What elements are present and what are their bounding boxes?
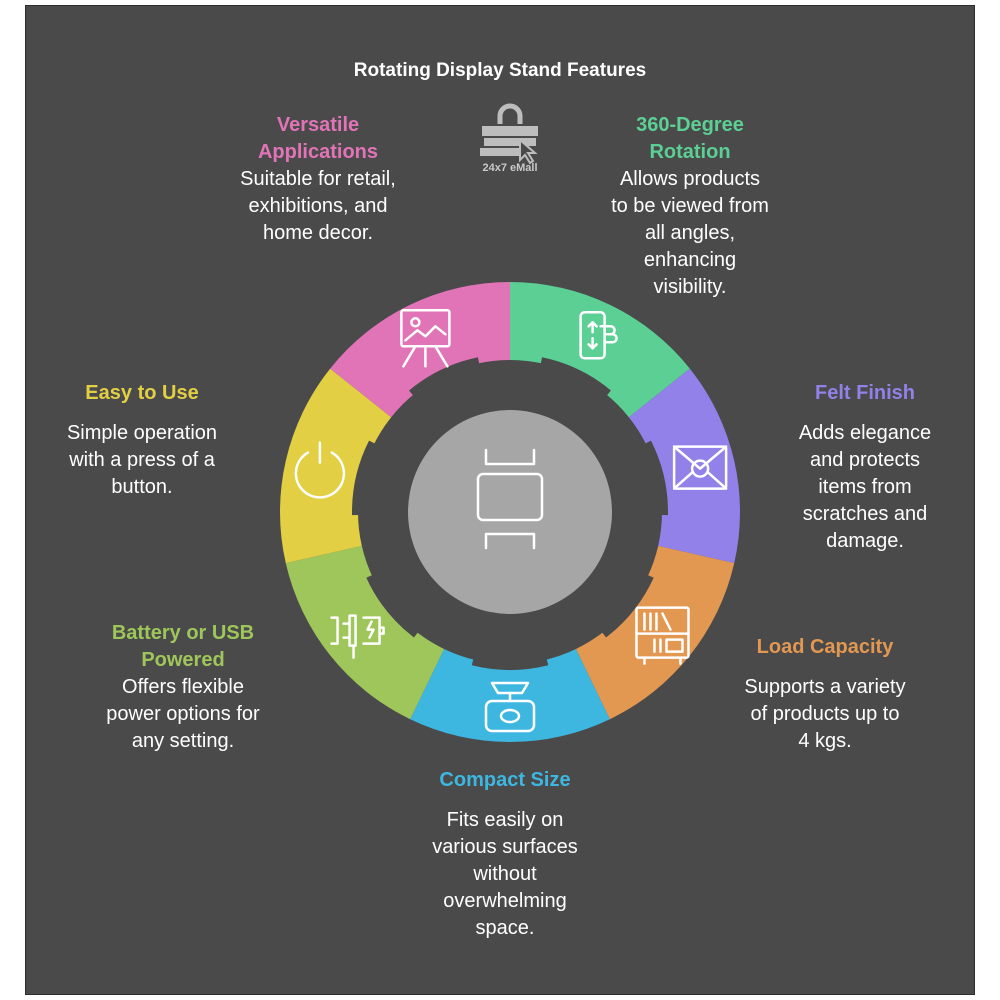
watermark-logo-icon bbox=[480, 103, 538, 165]
feature-description: Adds elegance bbox=[798, 422, 932, 444]
feature-description: without bbox=[473, 863, 537, 885]
feature-title: Felt Finish bbox=[815, 382, 915, 404]
feature-description: Simple operation bbox=[66, 422, 218, 444]
feature-title: Battery or USB bbox=[111, 622, 255, 644]
power-button-icon bbox=[294, 441, 346, 499]
feature-title: Rotation bbox=[649, 141, 731, 163]
feature-description: visibility. bbox=[653, 276, 727, 298]
feature-title: Powered bbox=[141, 649, 225, 671]
feature-description: and protects bbox=[809, 449, 921, 471]
feature-description: overwhelming bbox=[443, 890, 567, 912]
feature-description: Suitable for retail, bbox=[240, 168, 396, 190]
wheel-slot-3 bbox=[571, 554, 654, 638]
feature-description: exhibitions, and bbox=[248, 195, 388, 217]
feature-description: enhancing bbox=[643, 249, 737, 271]
easel-picture-icon bbox=[400, 309, 451, 368]
feature-description: any setting. bbox=[131, 730, 235, 752]
feature-description: to be viewed from bbox=[611, 195, 769, 217]
feature-description: Offers flexible bbox=[122, 676, 244, 698]
feature-title: Load Capacity bbox=[756, 636, 894, 658]
bookshelf-icon bbox=[635, 606, 690, 665]
feature-description: damage. bbox=[826, 530, 904, 552]
wheel-slot-4 bbox=[471, 610, 549, 670]
feature-description: items from bbox=[818, 476, 912, 498]
wheel-slot-6 bbox=[352, 440, 420, 516]
feature-title: Easy to Use bbox=[85, 382, 199, 404]
smartphone-swipe-icon bbox=[579, 311, 618, 360]
feature-title: Versatile bbox=[276, 114, 360, 136]
badge-envelope-icon bbox=[672, 445, 728, 490]
wheel-slot-2 bbox=[600, 440, 668, 516]
feature-title: Applications bbox=[257, 141, 378, 163]
feature-description: Fits easily on bbox=[446, 809, 564, 831]
page-title: Rotating Display Stand Features bbox=[353, 60, 647, 81]
wheel-segment-7 bbox=[330, 282, 510, 418]
wheel-segment-5 bbox=[285, 545, 445, 720]
watermark-logo-text: 24x7 eMall bbox=[482, 162, 538, 174]
feature-description: Supports a variety bbox=[744, 676, 906, 698]
feature-title: Compact Size bbox=[439, 769, 571, 791]
feature-description: of products up to bbox=[750, 703, 900, 725]
feature-title: 360-Degree bbox=[636, 114, 744, 136]
center-hub bbox=[408, 410, 612, 614]
wheel-segment-6 bbox=[280, 368, 392, 564]
plug-battery-icon bbox=[330, 614, 385, 659]
weighing-scale-icon bbox=[484, 681, 536, 733]
wheel-slot-1 bbox=[530, 357, 611, 434]
wheel-slot-7 bbox=[409, 357, 490, 434]
feature-description: Allows products bbox=[619, 168, 761, 190]
feature-description: home decor. bbox=[262, 222, 374, 244]
display-stand-icon bbox=[476, 448, 544, 550]
feature-description: all angles, bbox=[644, 222, 736, 244]
wheel-slot-5 bbox=[366, 554, 449, 638]
feature-description: with a press of a bbox=[69, 449, 215, 471]
feature-description: button. bbox=[111, 476, 173, 498]
wheel-segment-2 bbox=[628, 368, 740, 564]
feature-description: scratches and bbox=[802, 503, 928, 525]
feature-description: space. bbox=[475, 917, 535, 939]
feature-description: 4 kgs. bbox=[798, 730, 852, 752]
feature-description: various surfaces bbox=[432, 836, 578, 858]
wheel-segment-1 bbox=[510, 282, 690, 418]
feature-description: power options for bbox=[106, 703, 260, 725]
